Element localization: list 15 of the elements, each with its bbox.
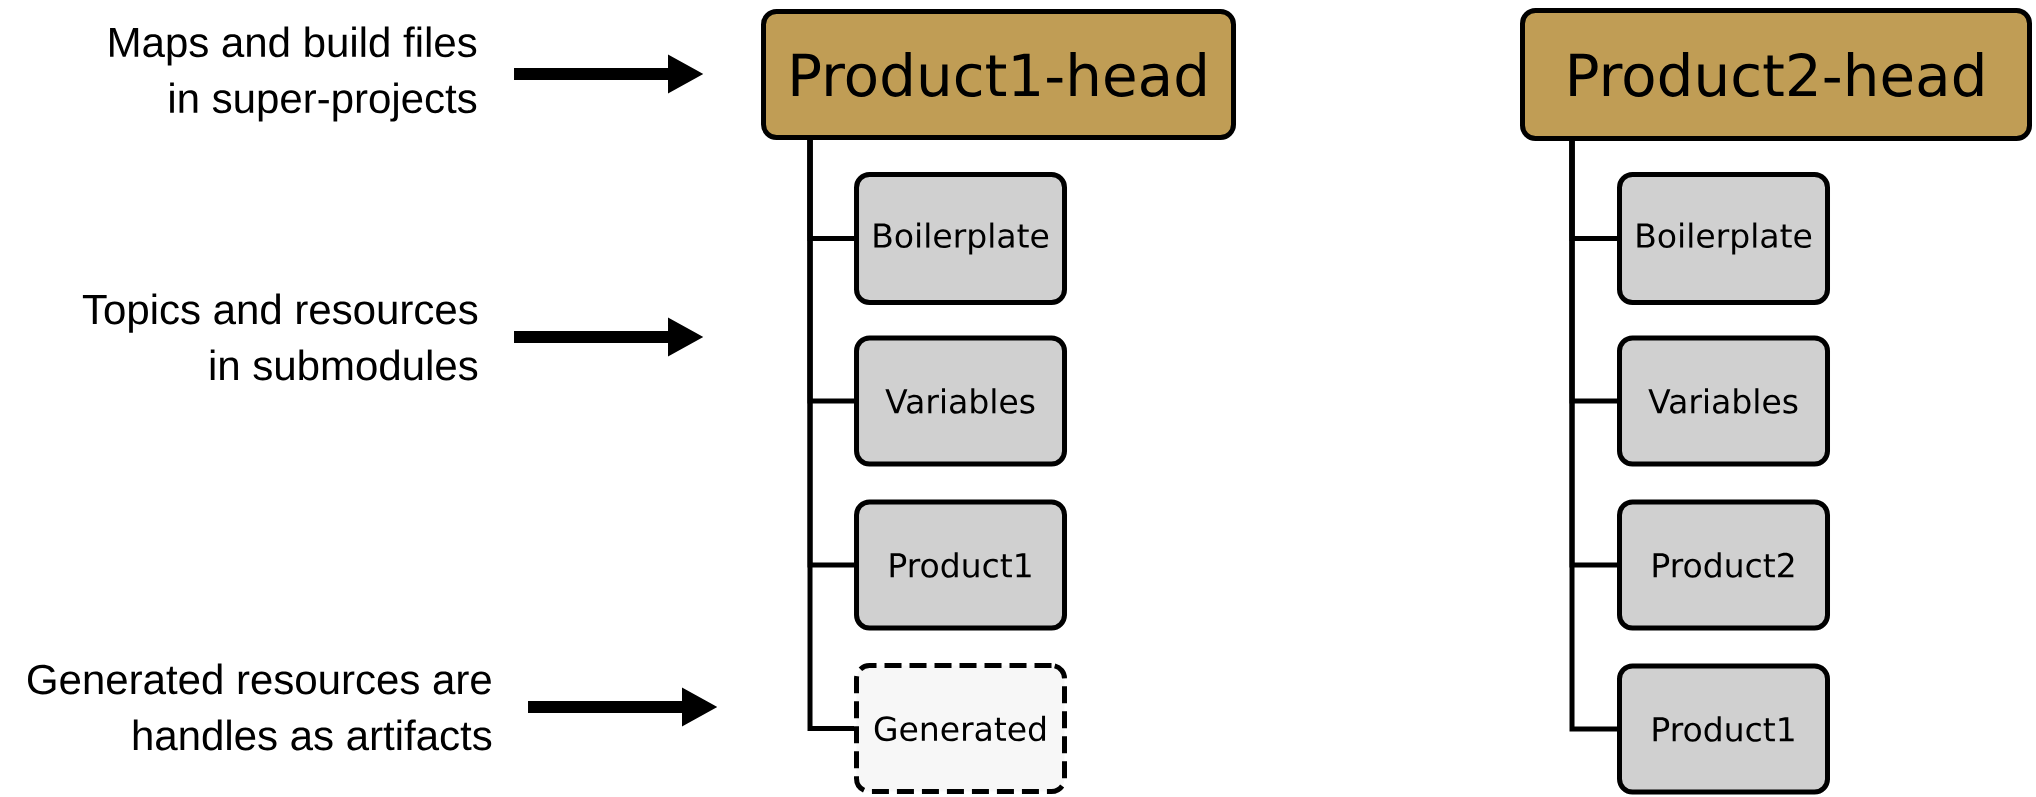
module-box: Product1 [854, 499, 1067, 631]
connector-line [807, 140, 854, 731]
module-box: Boilerplate [1617, 172, 1830, 305]
module-box: Variables [854, 335, 1067, 467]
note-text: Generated resources are handles as artifacts [28, 663, 492, 751]
module-box: Variables [1617, 335, 1830, 467]
header-box: Product1-head [761, 9, 1236, 140]
header-box: Product2-head [1520, 8, 2032, 141]
note-text: Topics and resources in submodules [82, 293, 478, 381]
dashed-box: Generated [854, 663, 1067, 794]
connector-line [1569, 141, 1617, 732]
module-box: Product2 [1617, 499, 1830, 631]
module-box: Product1 [1617, 663, 1830, 795]
note-text: Maps and build files in super-projects [110, 26, 477, 122]
module-box: Boilerplate [854, 172, 1067, 305]
